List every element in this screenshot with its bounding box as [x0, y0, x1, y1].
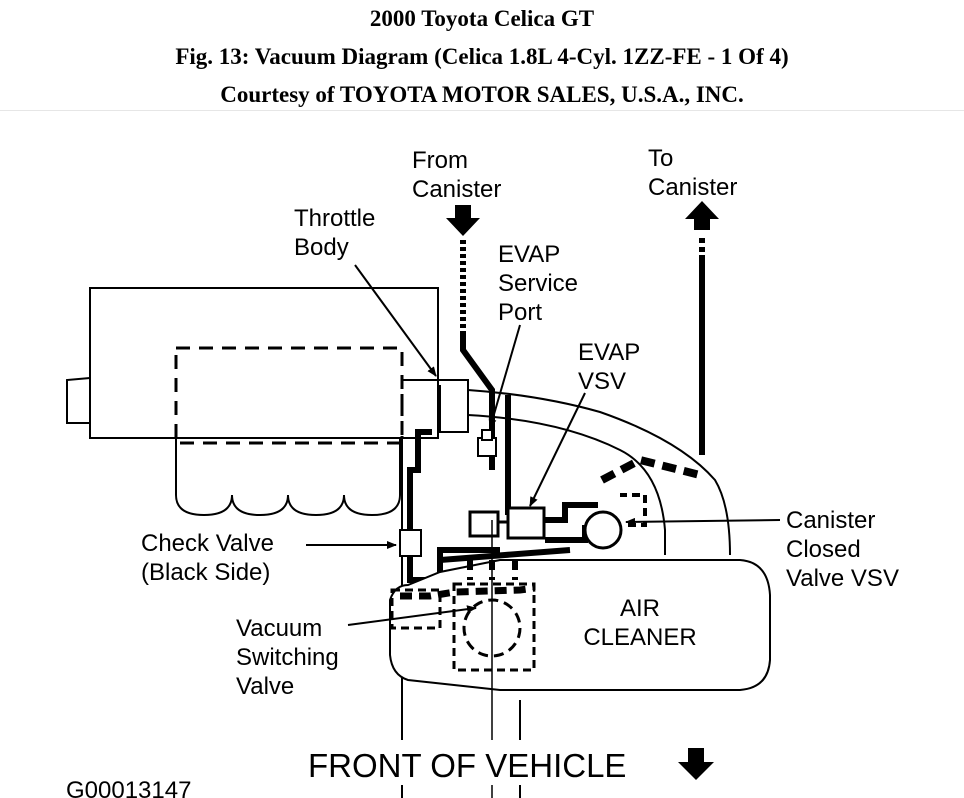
check-valve-hose: [407, 429, 432, 530]
evap-vsv: [468, 506, 546, 540]
label-air-cleaner-1: AIR: [620, 595, 660, 622]
vsv-hose-lower: [545, 525, 588, 543]
air-cleaner-top-hose: [437, 547, 571, 572]
label-from-canister-1: From: [412, 147, 468, 174]
to-canister-arrow-icon: [685, 201, 719, 230]
air-cleaner-body: [389, 559, 771, 691]
figure-caption: Fig. 13: Vacuum Diagram (Celica 1.8L 4-C…: [175, 44, 789, 69]
air-cleaner-dash-hose: [400, 584, 536, 600]
canister-closed-valve-vsv: [583, 510, 623, 550]
air-cleaner-lid: [467, 389, 731, 556]
intake-manifold: [66, 287, 439, 439]
figure-code: G00013147: [66, 777, 191, 798]
label-evap-port-3: Port: [498, 299, 542, 326]
hidden-chamber: [174, 346, 404, 445]
label-evap-port-1: EVAP: [498, 241, 560, 268]
label-check-valve-1: Check Valve: [141, 530, 274, 557]
label-evap-port-2: Service: [498, 270, 578, 297]
label-throttle-body-1: Throttle: [294, 205, 375, 232]
label-throttle-body-2: Body: [294, 234, 349, 261]
label-canister-vsv-2: Closed: [786, 536, 861, 563]
label-vacuum-valve-2: Switching: [236, 644, 339, 671]
evap-service-port: [477, 429, 497, 457]
label-air-cleaner-2: CLEANER: [583, 624, 696, 651]
label-front-of-vehicle: FRONT OF VEHICLE: [308, 747, 626, 784]
vsv-dashed-hose: [600, 455, 701, 484]
intake-runners: [175, 438, 401, 517]
header-divider: [0, 110, 964, 111]
label-to-canister-1: To: [648, 145, 673, 172]
label-canister-vsv-1: Canister: [786, 507, 875, 534]
label-from-canister-2: Canister: [412, 176, 501, 203]
label-check-valve-2: (Black Side): [141, 559, 270, 586]
from-canister-arrow-icon: [446, 205, 480, 236]
label-to-canister-2: Canister: [648, 174, 737, 201]
courtesy-line: Courtesy of TOYOTA MOTOR SALES, U.S.A., …: [220, 82, 744, 107]
label-evap-vsv-1: EVAP: [578, 339, 640, 366]
label-evap-vsv-2: VSV: [578, 368, 626, 395]
vsv-hose-upper: [544, 502, 598, 523]
vsv-hose-side: [620, 493, 647, 527]
front-arrow-icon: [678, 748, 714, 780]
front-label-backdrop: [300, 740, 720, 785]
leader-lines: [306, 264, 781, 626]
throttle-body: [400, 379, 469, 438]
label-vacuum-valve-3: Valve: [236, 673, 294, 700]
check-valve: [399, 529, 422, 557]
page-title: 2000 Toyota Celica GT: [369, 6, 595, 31]
label-vacuum-valve-1: Vacuum: [236, 615, 322, 642]
label-canister-vsv-3: Valve VSV: [786, 565, 899, 592]
